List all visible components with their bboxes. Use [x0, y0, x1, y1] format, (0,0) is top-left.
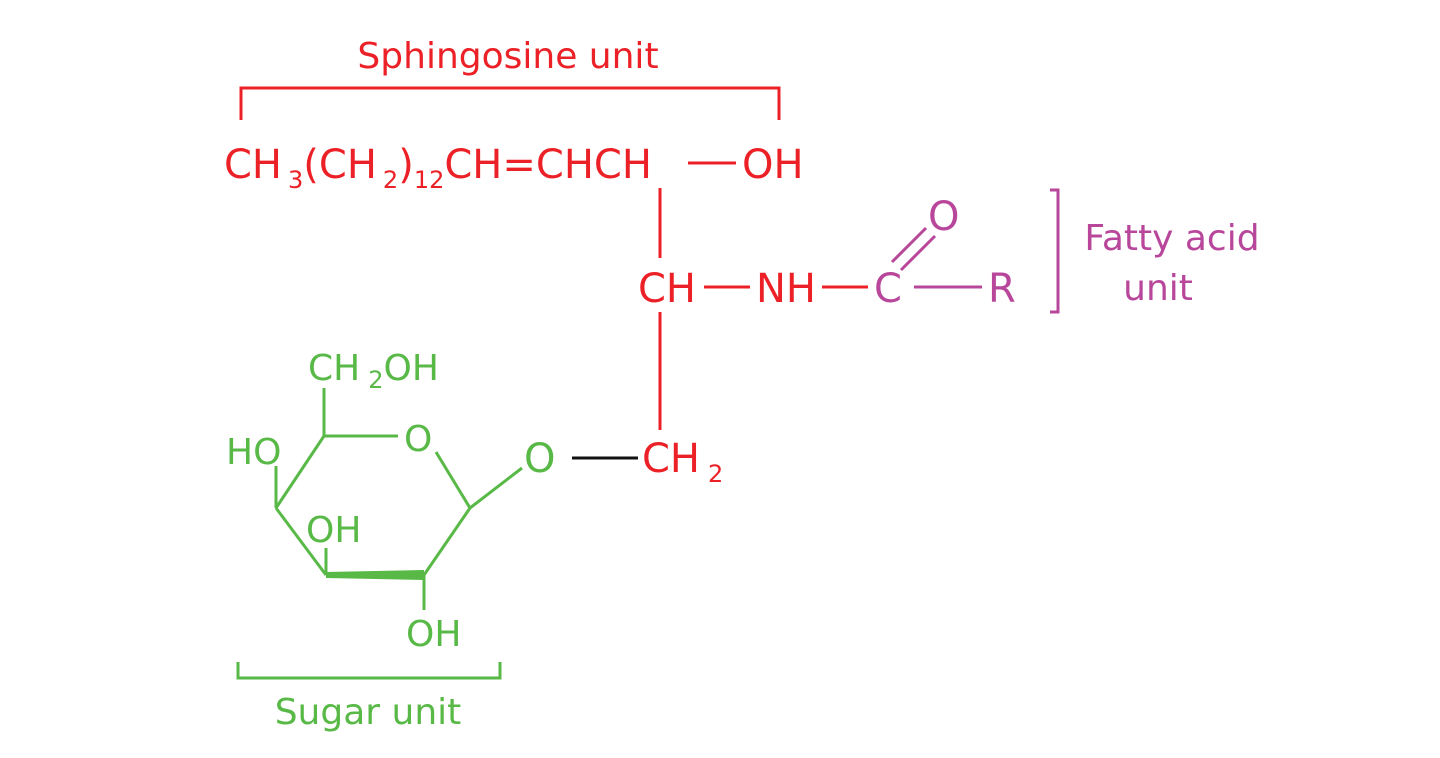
ch2oh-sub: 2 — [368, 366, 383, 394]
sphingosine-bracket — [239, 86, 781, 120]
fatty-acid-unit-label-line1: Fatty acid — [1084, 218, 1259, 259]
ring-bond-o-c1 — [434, 451, 472, 509]
hydroxyl-c3: OH — [306, 510, 361, 551]
carbonyl-carbon: C — [874, 266, 902, 312]
ch2oh-ch: CH — [308, 348, 360, 389]
middle-ch: CH — [638, 266, 696, 312]
fatty-acid-bracket — [1050, 188, 1060, 314]
ring-bond-c1-c2 — [422, 507, 472, 576]
ch2oh-oh: OH — [384, 348, 439, 389]
chain-sub-12: 12 — [414, 166, 445, 194]
chain-paren-ch: (CH — [303, 142, 377, 188]
sphingosine-unit-label: Sphingosine unit — [357, 36, 658, 77]
chain-rest: CH=CHCH — [444, 142, 652, 188]
hydroxyl-oh: OH — [742, 142, 804, 188]
chain-sub-3: 3 — [288, 166, 303, 194]
fatty-acid-unit-label-line2: unit — [1123, 268, 1193, 309]
ring-bond-c2-c3-bold — [326, 570, 424, 580]
carbonyl-oxygen: O — [928, 194, 959, 240]
ch2-sub: 2 — [708, 460, 723, 488]
fatty-acid-unit: C O R Fatty acid unit — [874, 188, 1260, 314]
chain-close-paren: ) — [398, 142, 414, 188]
carbonyl-bond-2 — [899, 234, 937, 272]
carbonyl-bond-1 — [890, 226, 928, 264]
ring-bond-c3-c4 — [274, 507, 328, 576]
ring-oxygen: O — [404, 419, 432, 460]
chain-sub-2: 2 — [383, 166, 398, 194]
hydroxyl-c2: OH — [406, 614, 461, 655]
methylene-ch2: CH 2 — [642, 436, 723, 488]
ring-bond-c4-c5 — [274, 435, 326, 509]
sugar-bracket — [236, 662, 502, 680]
hydroxyl-c4: HO — [226, 432, 281, 473]
glycosidic-oxygen: O — [524, 436, 555, 482]
chain-ch: CH — [224, 142, 282, 188]
sugar-unit-label: Sugar unit — [275, 692, 462, 733]
amide-nh: NH — [756, 266, 816, 312]
r-group: R — [988, 266, 1016, 312]
bond-c1-glycosidic-o — [469, 466, 523, 510]
ch2-ch: CH — [642, 436, 700, 482]
ch2oh-group: CH 2OH — [308, 348, 439, 394]
